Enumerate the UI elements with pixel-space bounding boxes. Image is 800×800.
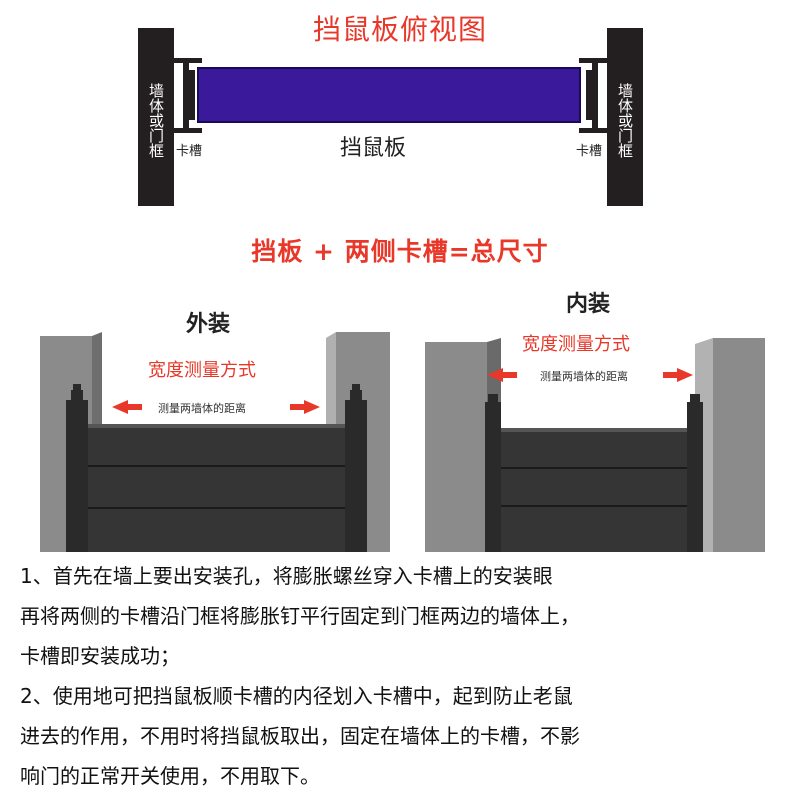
left-wall: 墙体或门框: [138, 28, 174, 206]
top-view-title: 挡鼠板俯视图: [312, 13, 487, 46]
top-view-diagram: [174, 58, 607, 133]
instruction-line: 再将两侧的卡槽沿门框将膨胀钉平行固定到门框两边的墙体上，: [20, 604, 580, 628]
instruction-line: 进去的作用，不用时将挡鼠板取出，固定在墙体上的卡槽，不影: [20, 724, 580, 748]
rat-board: [197, 67, 581, 123]
internal-title: 内装: [566, 292, 611, 317]
board-label: 挡鼠板: [340, 136, 407, 161]
right-slot-icon: [579, 58, 607, 133]
left-slot-label: 卡槽: [176, 144, 203, 159]
right-slot-label: 卡槽: [576, 144, 603, 159]
right-wall: 墙体或门框: [607, 28, 643, 206]
instruction-line: 响门的正常开关使用，不用取下。: [20, 764, 320, 788]
right-wall-label: 墙体或门框: [616, 82, 634, 158]
internal-measure-text: 测量两墙体的距离: [540, 370, 628, 383]
internal-measure-title: 宽度测量方式: [522, 334, 630, 355]
instructions: 1、首先在墙上要出安装孔，将膨胀螺丝穿入卡槽上的安装眼 再将两侧的卡槽沿门框将膨…: [20, 556, 790, 796]
internal-install-diagram: [425, 338, 765, 552]
size-formula: 挡板 + 两侧卡槽=总尺寸: [251, 237, 549, 266]
external-install-diagram: [40, 332, 390, 552]
left-slot-icon: [174, 58, 202, 133]
instruction-line: 2、使用地可把挡鼠板顺卡槽的内径划入卡槽中，起到防止老鼠: [20, 684, 573, 708]
instruction-line: 1、首先在墙上要出安装孔，将膨胀螺丝穿入卡槽上的安装眼: [20, 564, 553, 588]
external-measure-text: 测量两墙体的距离: [158, 402, 246, 415]
instruction-line: 卡槽即安装成功；: [20, 644, 180, 668]
left-wall-label: 墙体或门框: [147, 82, 165, 158]
external-title: 外装: [186, 312, 231, 337]
external-measure-title: 宽度测量方式: [148, 360, 256, 381]
